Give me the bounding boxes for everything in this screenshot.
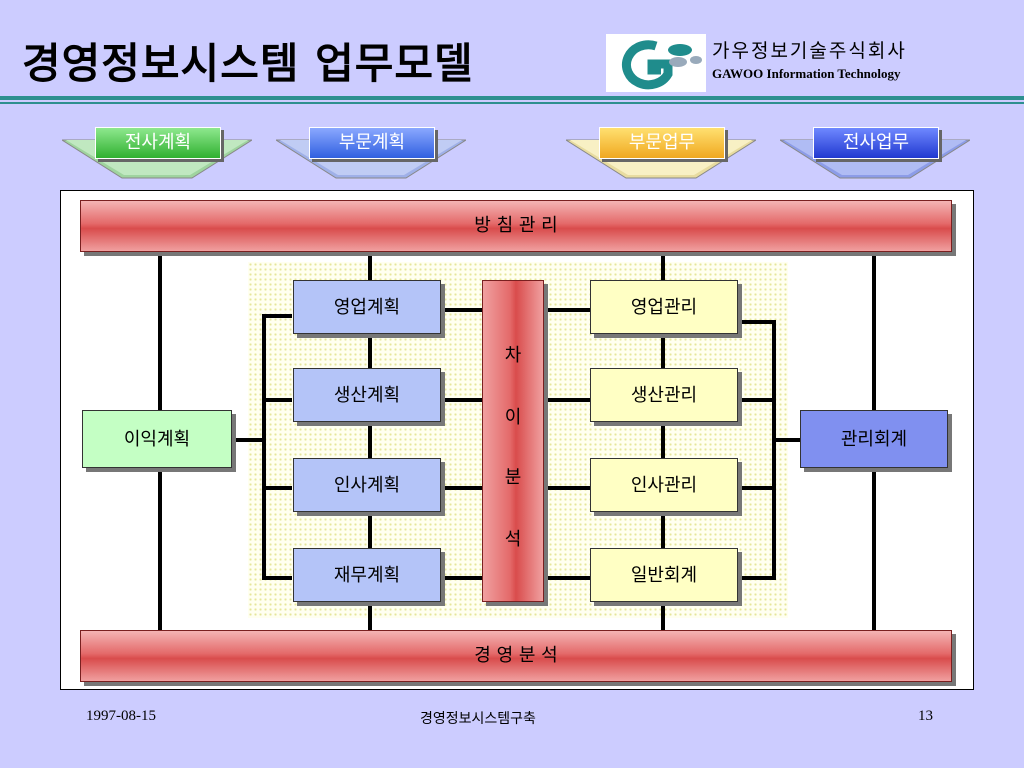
hr-plan-box: 인사계획 — [293, 458, 441, 512]
company-name-en: GAWOO Information Technology — [712, 66, 901, 81]
production-management-box: 생산관리 — [590, 368, 738, 422]
arrow-company-operations: 전사업무 — [780, 118, 970, 180]
policy-management-bar: 방 침 관 리 — [80, 200, 952, 252]
arrow-label: 부문업무 — [599, 127, 725, 159]
page-title: 경영정보시스템 업무모델 — [22, 39, 474, 88]
production-plan-box: 생산계획 — [293, 368, 441, 422]
difference-char: 차 — [504, 345, 522, 366]
difference-char: 이 — [504, 407, 522, 428]
arrow-label: 부문계획 — [309, 127, 435, 159]
finance-plan-box: 재무계획 — [293, 548, 441, 602]
arrow-label: 전사계획 — [95, 127, 221, 159]
difference-char: 분 — [504, 467, 522, 488]
page-number: 13 — [918, 708, 933, 724]
difference-analysis-bar: 차 이 분 석 — [482, 280, 544, 602]
footer-title: 경영정보시스템구축 — [420, 711, 536, 727]
management-accounting-box: 관리회계 — [800, 410, 948, 468]
arrow-division-planning: 부문계획 — [276, 118, 466, 180]
sales-plan-box: 영업계획 — [293, 280, 441, 334]
hr-management-box: 인사관리 — [590, 458, 738, 512]
arrow-label: 전사업무 — [813, 127, 939, 159]
arrow-division-operations: 부문업무 — [566, 118, 756, 180]
arrow-company-planning: 전사계획 — [62, 118, 252, 180]
sales-management-box: 영업관리 — [590, 280, 738, 334]
company-logo — [606, 34, 706, 92]
footer-date: 1997-08-15 — [86, 708, 156, 724]
company-name-ko: 가우정보기술주식회사 — [712, 40, 907, 62]
management-analysis-bar: 경 영 분 석 — [80, 630, 952, 682]
difference-char: 석 — [504, 529, 522, 550]
header-divider-thin — [0, 102, 1024, 104]
header-divider — [0, 96, 1024, 100]
profit-plan-box: 이익계획 — [82, 410, 232, 468]
general-accounting-box: 일반회계 — [590, 548, 738, 602]
